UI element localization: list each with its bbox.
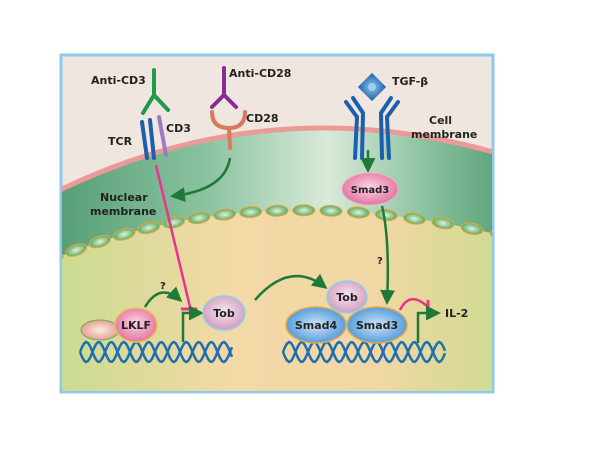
label-question-right: ? xyxy=(377,256,383,267)
nuclear-pore xyxy=(346,206,370,219)
il2-inhibition-arc xyxy=(398,298,429,311)
nuclear-pore xyxy=(431,216,455,230)
lklf-protein xyxy=(114,307,158,343)
nuclear-membrane xyxy=(62,204,543,267)
nuclear-pore xyxy=(239,206,263,219)
smad3-cytoplasm xyxy=(341,172,399,206)
tgf-beta-core xyxy=(368,83,376,91)
tob-protein xyxy=(202,295,246,331)
smad4-protein xyxy=(285,306,347,344)
nuclear-pore xyxy=(460,222,484,236)
label-question-left: ? xyxy=(160,281,166,292)
label-tob-complex: Tob xyxy=(336,291,358,304)
label-anti-cd28: Anti-CD28 xyxy=(229,67,291,80)
nuclear-pore xyxy=(402,212,426,225)
anti-cd28-antibody xyxy=(210,66,238,109)
nuclear-pore xyxy=(213,208,237,221)
label-smad3-cytoplasm: Smad3 xyxy=(351,185,390,196)
anti-cd3-antibody xyxy=(141,68,170,115)
label-cell-membrane-1: Cell xyxy=(429,114,452,127)
nuclear-pore xyxy=(65,243,88,257)
label-cd28: CD28 xyxy=(246,112,279,125)
cd28-receptor xyxy=(210,110,247,150)
nucleus-region xyxy=(62,210,492,391)
smad3-nuclear-protein xyxy=(346,306,408,344)
nuclear-pore xyxy=(62,252,64,267)
smad3-translocation-arrow xyxy=(380,205,396,305)
tob-complex-protein xyxy=(326,280,368,314)
tob-promoter-arrow xyxy=(181,305,204,342)
lklf-activation-arrow xyxy=(143,286,183,308)
tob-to-complex-arrow xyxy=(254,273,328,301)
il2-promoter-arrow xyxy=(416,305,441,343)
nuclear-pore xyxy=(88,234,112,249)
nuclear-pore xyxy=(319,204,343,217)
cell-membrane xyxy=(62,125,492,192)
dna-left xyxy=(78,340,234,364)
label-cell-membrane-2: membrane xyxy=(411,128,477,141)
cd3-receptor xyxy=(157,115,168,157)
dna-strand xyxy=(281,340,447,364)
label-tob-left: Tob xyxy=(213,307,235,320)
tgf-beta-receptor xyxy=(344,96,400,160)
nuclear-pore xyxy=(519,235,543,251)
label-tcr: TCR xyxy=(108,135,133,148)
nuclear-pore xyxy=(265,204,289,217)
label-smad4: Smad4 xyxy=(295,319,338,332)
tcr-inhibition-line xyxy=(154,164,192,308)
nuclear-pore xyxy=(112,227,136,241)
label-cd3: CD3 xyxy=(166,122,191,135)
label-il2: IL-2 xyxy=(445,307,468,320)
label-smad3-nuclear: Smad3 xyxy=(356,319,398,332)
label-anti-cd3: Anti-CD3 xyxy=(91,74,146,87)
label-tgf-beta: TGF-β xyxy=(392,75,428,88)
dna-right xyxy=(281,340,447,364)
tcr-receptor xyxy=(140,118,156,160)
label-lklf: LKLF xyxy=(121,319,151,332)
label-nuclear-membrane-1: Nuclear xyxy=(100,191,148,204)
nuclear-pore xyxy=(137,221,161,235)
nuclear-pore xyxy=(187,211,211,225)
nuclear-pore xyxy=(292,204,316,217)
unnamed-factor xyxy=(80,319,120,341)
label-nuclear-membrane-2: membrane xyxy=(90,205,156,218)
cd28-to-nucleus-arrow xyxy=(170,157,232,203)
nuclear-pore xyxy=(489,228,492,242)
dna-strand xyxy=(281,340,447,364)
dna-strand xyxy=(78,340,234,364)
